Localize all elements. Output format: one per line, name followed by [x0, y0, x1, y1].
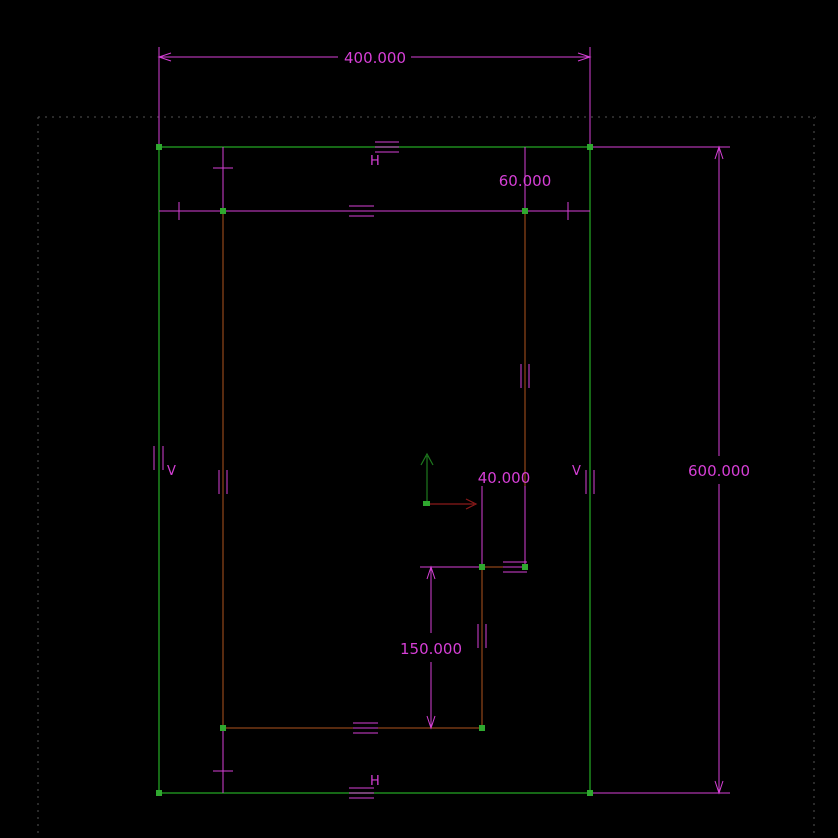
height-dimension-label[interactable]: 600.000 — [688, 462, 750, 480]
vertex-point — [587, 790, 593, 796]
notch-height-dimension[interactable] — [420, 565, 482, 730]
offset-dimension-label[interactable]: 60.000 — [499, 172, 552, 190]
vertex-point — [522, 564, 528, 570]
horizontal-constraint-bottom: H — [370, 774, 380, 789]
vertical-constraint-right: V — [572, 464, 581, 479]
origin-point — [423, 501, 430, 506]
notch-width-dimension-label[interactable]: 40.000 — [478, 469, 531, 487]
vertex-point — [220, 208, 226, 214]
notch-height-dimension-label[interactable]: 150.000 — [400, 640, 462, 658]
vertical-constraint-left: V — [167, 464, 176, 479]
vertex-point — [479, 564, 485, 570]
view-boundary — [37, 116, 816, 838]
offset-helper-lines — [159, 147, 590, 793]
vertex-point — [479, 725, 485, 731]
width-dimension-label[interactable]: 400.000 — [344, 49, 406, 67]
constraint-markers — [153, 141, 595, 799]
vertex-point — [156, 790, 162, 796]
origin-axes — [420, 452, 478, 510]
vertex-point — [156, 144, 162, 150]
width-dimension[interactable] — [157, 47, 592, 147]
height-dimension[interactable] — [590, 145, 730, 795]
outer-profile[interactable] — [158, 146, 591, 794]
vertex-point — [522, 208, 528, 214]
vertex-points[interactable] — [156, 144, 593, 796]
notch-width-dimension[interactable] — [481, 486, 526, 567]
horizontal-constraint-top: H — [370, 154, 380, 169]
vertex-point — [587, 144, 593, 150]
vertex-point — [220, 725, 226, 731]
